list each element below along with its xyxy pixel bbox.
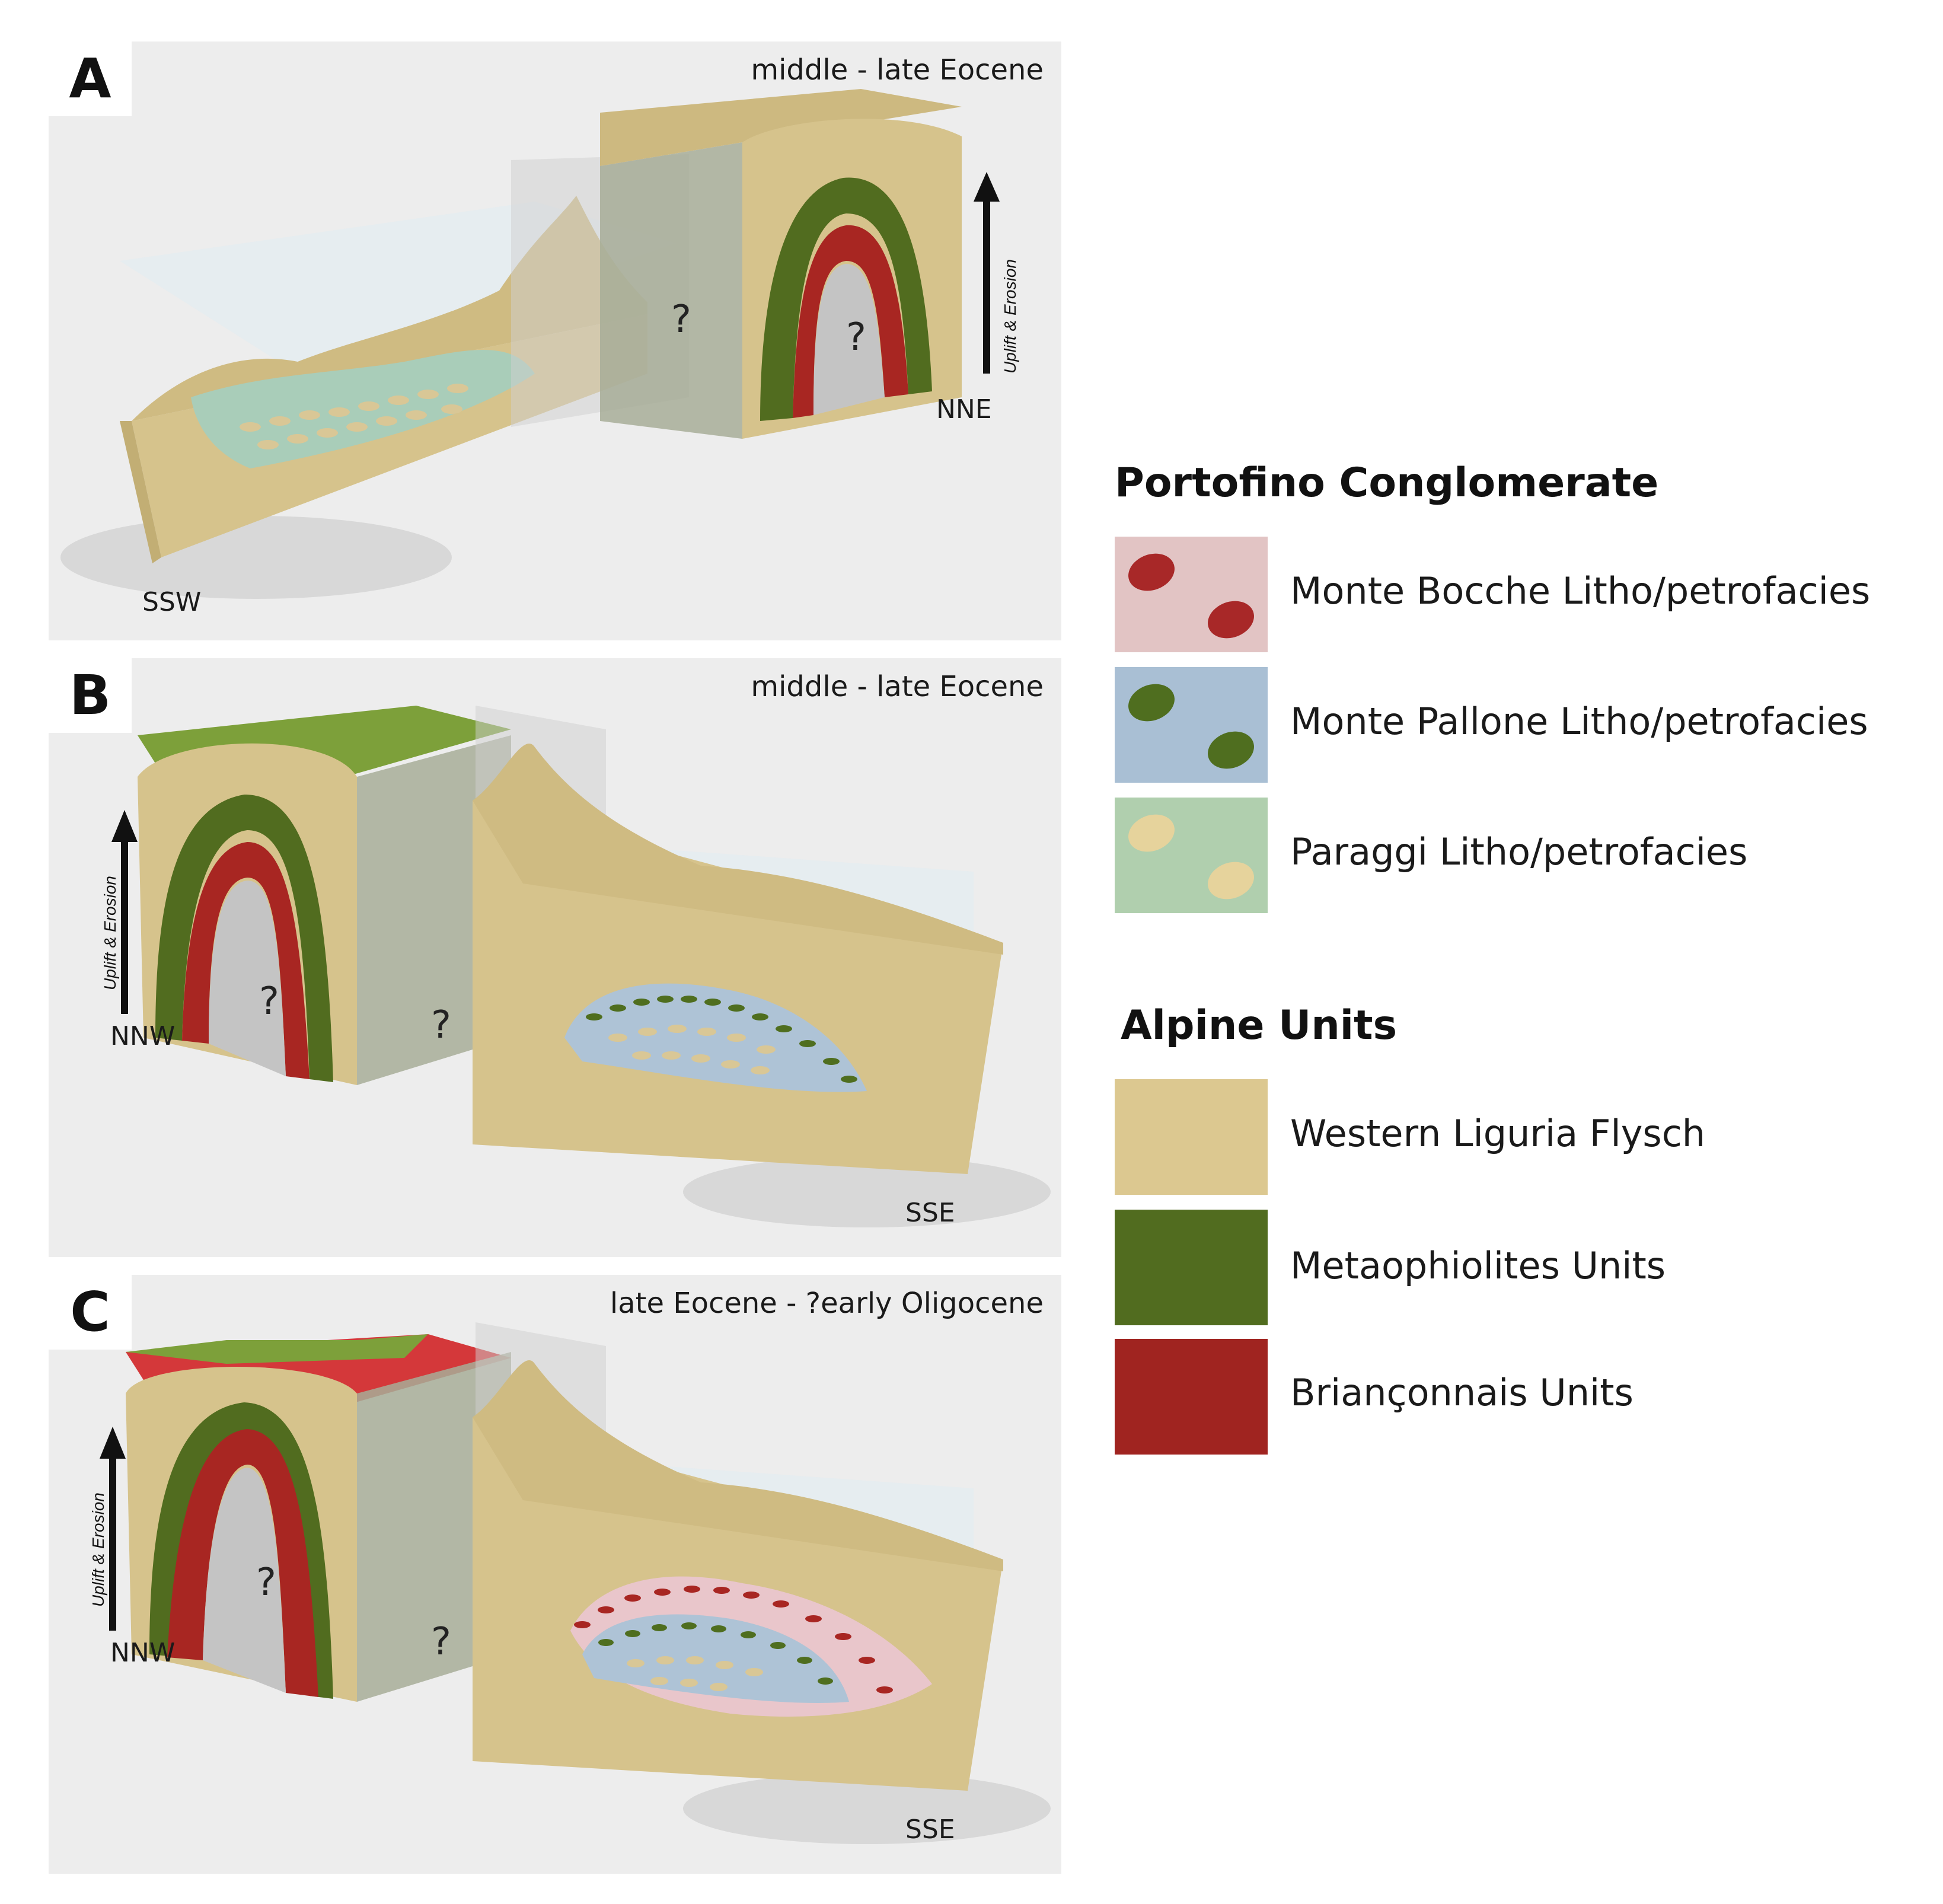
panel-letter: A	[69, 47, 111, 110]
shadow	[683, 1156, 1051, 1227]
uplift-erosion-label: Uplift & Erosion	[89, 1492, 107, 1607]
unknown-mark-core: ?	[259, 980, 279, 1023]
core-unknown	[203, 1468, 286, 1693]
unknown-mark-core: ?	[256, 1561, 276, 1605]
uplift-arrow-head	[100, 1427, 126, 1459]
legend-label-western-liguria-flysch: Western Liguria Flysch	[1290, 1112, 1706, 1155]
direction-right: SSE	[905, 1814, 955, 1845]
metaophiolite-arch	[155, 795, 333, 1082]
direction-right: NNE	[936, 394, 992, 425]
legend-label-paraggi: Paraggi Litho/petrofacies	[1290, 830, 1748, 873]
panel-b: ? ? B middle - late Eocene NNW SSE Uplif…	[49, 658, 1061, 1257]
paraggi-clasts	[608, 1025, 776, 1074]
block-diagram-a: ? ?	[60, 89, 1000, 599]
orogen-top-green	[126, 1334, 428, 1364]
panel-letter-box	[49, 1275, 132, 1350]
unknown-mark-wall: ?	[671, 298, 691, 342]
swatch-metaophiolites	[1115, 1210, 1268, 1325]
direction-left: NNW	[110, 1638, 176, 1668]
orogen-top	[600, 89, 962, 166]
monte-pallone-clasts	[598, 1622, 833, 1685]
monte-pallone-deposit	[564, 983, 867, 1092]
unknown-mark-wall: ?	[431, 1620, 451, 1664]
legend-heading-alpine: Alpine Units	[1121, 1002, 1398, 1049]
block-diagram-c: ? ?	[100, 1322, 1051, 1844]
legend-label-monte-pallone: Monte Pallone Litho/petrofacies	[1290, 700, 1868, 743]
legend-heading-conglomerate: Portofino Conglomerate	[1115, 460, 1659, 506]
monte-bocche-clasts	[574, 1586, 893, 1693]
basin-terrain	[473, 743, 1003, 955]
monte-pallone-clasts	[586, 996, 857, 1083]
panel-c: ? ? C late Eocene - ?early Oligocene NNW…	[49, 1275, 1061, 1874]
period-label: middle - late Eocene	[751, 53, 1044, 87]
block-diagram-b: ? ?	[111, 706, 1051, 1227]
basin-terrain	[473, 1360, 1003, 1571]
brianconnais-arch	[793, 225, 908, 418]
brianconnais-arch	[167, 1429, 318, 1697]
paraggi-clasts	[240, 384, 468, 449]
metaophiolite-arch	[760, 177, 932, 421]
legend-label-monte-bocche: Monte Bocche Litho/petrofacies	[1290, 569, 1871, 613]
panel-letter-box	[49, 658, 132, 733]
panel-letter-box	[49, 42, 132, 116]
swatch-monte-pallone	[1115, 667, 1268, 783]
swatch-western-liguria-flysch	[1115, 1079, 1268, 1195]
panel-letter: B	[69, 664, 111, 727]
uplift-arrow-head	[111, 810, 138, 842]
shadow	[683, 1773, 1051, 1844]
core-unknown	[209, 881, 286, 1076]
direction-left: NNW	[110, 1021, 176, 1051]
direction-right: SSE	[905, 1198, 955, 1228]
legend-label-metaophiolites: Metaophiolites Units	[1290, 1244, 1666, 1287]
direction-left: SSW	[142, 587, 202, 617]
panel-a: ? ? A middle - late Eocene SSW NNE Uplif…	[49, 42, 1061, 640]
uplift-erosion-label: Uplift & Erosion	[1001, 259, 1019, 374]
unknown-mark-core: ?	[846, 315, 866, 359]
panel-letter: C	[70, 1280, 110, 1344]
period-label: late Eocene - ?early Oligocene	[610, 1287, 1044, 1320]
core-unknown	[813, 264, 885, 415]
swatch-paraggi	[1115, 798, 1268, 913]
paraggi-clasts	[627, 1656, 763, 1691]
basin-terrain	[132, 196, 647, 421]
monte-pallone-deposit	[582, 1614, 849, 1703]
uplift-arrow-head	[974, 172, 1000, 202]
legend-label-brianconnais: Briançonnais Units	[1290, 1371, 1633, 1414]
brianconnais-arch	[182, 842, 310, 1079]
shadow	[60, 516, 452, 599]
swatch-brianconnais	[1115, 1339, 1268, 1455]
basin-side-face	[120, 421, 161, 563]
period-label: middle - late Eocene	[751, 670, 1044, 703]
uplift-erosion-label: Uplift & Erosion	[101, 876, 119, 990]
swatch-monte-bocche	[1115, 537, 1268, 652]
orogen-side-face	[600, 142, 742, 439]
unknown-mark-wall: ?	[431, 1003, 451, 1047]
